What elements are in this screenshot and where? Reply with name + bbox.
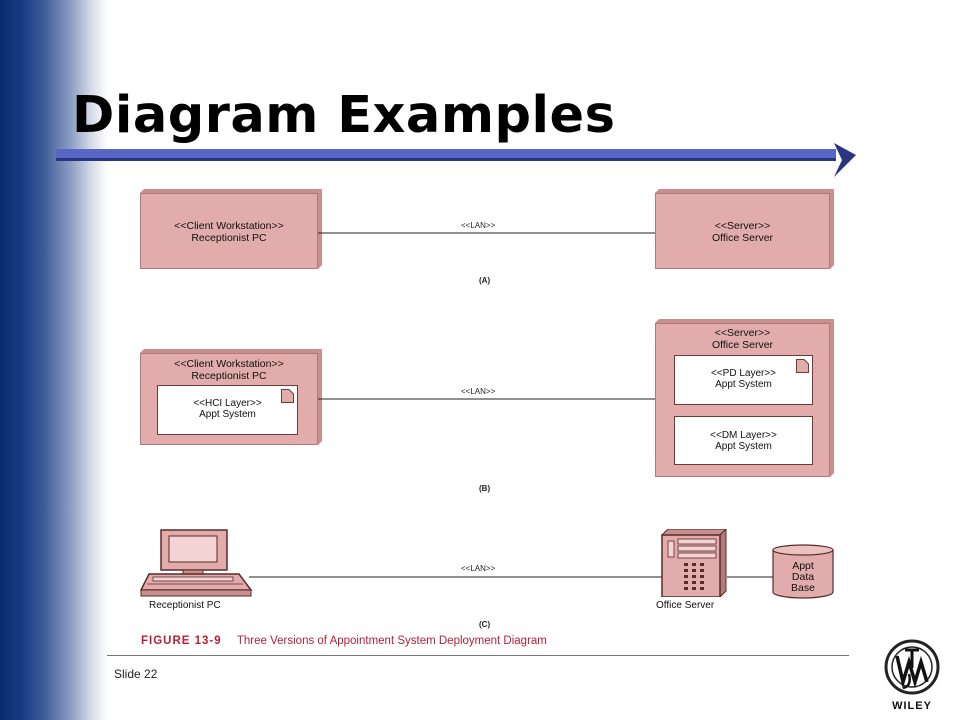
server-label: Office Server <box>656 600 715 611</box>
stereotype-label: <<HCI Layer>> <box>193 398 262 409</box>
database-label-line1: Appt <box>792 560 814 572</box>
database-label-line3: Base <box>791 582 815 594</box>
document-icon <box>281 389 294 403</box>
deployment-figure: <<Client Workstation>> Receptionist PC <… <box>107 183 851 652</box>
figure-caption: FIGURE 13-9 Three Versions of Appointmen… <box>141 635 547 647</box>
slide-title: Diagram Examples <box>72 86 616 145</box>
title-arrow-rule <box>56 143 856 177</box>
figure-number: FIGURE 13-9 <box>141 635 222 647</box>
caption-c: (C) <box>479 620 491 629</box>
database-icon <box>772 544 834 599</box>
stereotype-label: <<Server>> <box>714 327 771 339</box>
node-name: Receptionist PC <box>191 232 267 244</box>
diagram-lines <box>140 189 834 578</box>
figure-title: Three Versions of Appointment System Dep… <box>236 635 547 647</box>
dm-layer-component: <<DM Layer>> Appt System <box>674 416 813 465</box>
client-workstation-node-a: <<Client Workstation>> Receptionist PC <box>140 193 318 269</box>
stereotype-label: <<DM Layer>> <box>710 430 777 441</box>
database-label-line2: Data <box>791 571 815 583</box>
component-name: Appt System <box>715 379 772 390</box>
pd-layer-component: <<PD Layer>> Appt System <box>674 355 813 405</box>
pc-label: Receptionist PC <box>149 600 221 611</box>
stereotype-label: <<Client Workstation>> <box>174 220 284 232</box>
server-node-b: <<Server>> Office Server <<PD Layer>> Ap… <box>655 323 830 477</box>
wiley-logo: WILEY <box>883 638 941 714</box>
client-workstation-node-b: <<Client Workstation>> Receptionist PC <… <box>140 353 318 445</box>
server-tower-icon <box>660 529 727 597</box>
component-name: Appt System <box>715 441 772 452</box>
stereotype-label: <<PD Layer>> <box>710 368 777 379</box>
server-node-a: <<Server>> Office Server <box>655 193 830 269</box>
pc-workstation-icon <box>139 529 253 597</box>
sidebar-gradient <box>0 0 108 720</box>
stereotype-label: <<Server>> <box>714 220 771 232</box>
lan-label-b: <<LAN>> <box>461 387 496 396</box>
wiley-emblem-icon <box>884 639 940 695</box>
node-name: Office Server <box>711 232 774 244</box>
component-name: Appt System <box>199 409 256 420</box>
document-icon <box>796 359 809 373</box>
caption-b: (B) <box>479 484 491 493</box>
node-name: Office Server <box>711 339 774 351</box>
footer-rule <box>107 655 849 656</box>
hci-layer-component: <<HCI Layer>> Appt System <box>157 385 298 435</box>
stereotype-label: <<Client Workstation>> <box>174 358 284 370</box>
node-name: Receptionist PC <box>191 370 267 382</box>
lan-label-c: <<LAN>> <box>461 564 496 573</box>
wiley-wordmark: WILEY <box>892 700 932 712</box>
slide-number: Slide 22 <box>114 667 158 681</box>
caption-a: (A) <box>479 276 491 285</box>
lan-label-a: <<LAN>> <box>461 221 496 230</box>
